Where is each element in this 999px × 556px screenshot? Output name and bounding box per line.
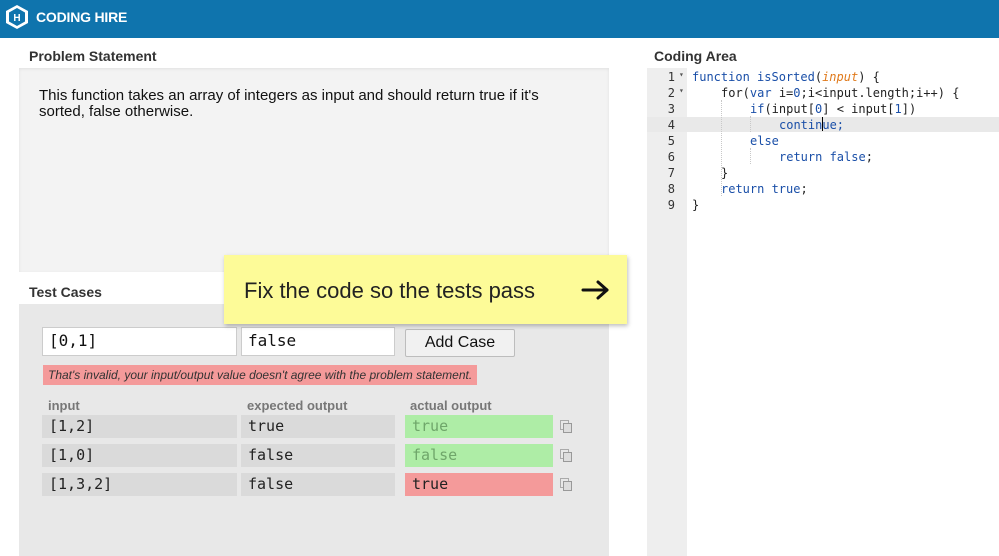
code-editor[interactable]: 1▾ 2▾ 3 4 5 6 7 8 9 function isSorted(in…: [647, 68, 999, 556]
right-arrow-icon: [581, 280, 609, 300]
fold-toggle-icon[interactable]: ▾: [679, 70, 684, 79]
test-row-1-actual: true: [405, 415, 553, 438]
brand-name[interactable]: CODING HIRE: [36, 9, 128, 25]
line-number-row: 3: [667, 102, 675, 116]
test-row-1-expected[interactable]: true: [241, 415, 395, 438]
column-header-input: input: [48, 398, 80, 413]
problem-statement-heading: Problem Statement: [29, 48, 157, 64]
code-line[interactable]: else: [750, 134, 779, 148]
svg-text:H: H: [13, 13, 20, 24]
line-number-row: 5: [667, 134, 675, 148]
fold-toggle-icon[interactable]: ▾: [679, 86, 684, 95]
indent-guide: [721, 100, 722, 196]
coding-area-heading: Coding Area: [654, 48, 737, 64]
copy-icon[interactable]: [560, 449, 572, 462]
column-header-actual-output: actual output: [410, 398, 492, 413]
line-number-row: 6: [667, 150, 675, 164]
test-row-2-actual: false: [405, 444, 553, 467]
line-number-row: 9: [667, 198, 675, 212]
instruction-callout: Fix the code so the tests pass: [224, 255, 627, 324]
test-cases-heading: Test Cases: [29, 284, 102, 300]
editor-gutter: [647, 68, 687, 556]
indent-guide: [750, 116, 751, 132]
text-cursor: [822, 117, 824, 131]
new-case-input-field[interactable]: [0,1]: [42, 327, 237, 356]
problem-statement-panel: This function takes an array of integers…: [19, 68, 609, 272]
code-line[interactable]: function isSorted(input) {: [692, 70, 880, 84]
code-line[interactable]: for(var i=0;i<input.length;i++) {: [721, 86, 960, 100]
validation-error-message: That's invalid, your input/output value …: [43, 365, 478, 385]
code-line[interactable]: if(input[0] < input[1]): [750, 102, 917, 116]
test-row-2-expected[interactable]: false: [241, 444, 395, 467]
line-number-row: 2▾: [667, 86, 684, 100]
coding-hire-logo: H: [6, 5, 28, 29]
line-number-row: 1▾: [667, 70, 684, 84]
code-line[interactable]: }: [721, 166, 729, 180]
problem-description: This function takes an array of integers…: [39, 87, 539, 120]
top-bar: H CODING HIRE: [0, 0, 999, 38]
line-number-row: 8: [667, 182, 675, 196]
test-row-3-actual: true: [405, 473, 553, 496]
add-case-button[interactable]: Add Case: [405, 329, 515, 357]
test-cases-panel: [0,1] false Add Case That's invalid, you…: [19, 304, 609, 556]
new-case-output-field[interactable]: false: [241, 327, 395, 356]
code-line[interactable]: return false;: [779, 150, 873, 164]
line-number-row: 4: [667, 118, 675, 132]
callout-text: Fix the code so the tests pass: [244, 278, 536, 303]
column-header-expected-output: expected output: [247, 398, 348, 413]
test-row-3-expected[interactable]: false: [241, 473, 395, 496]
copy-icon[interactable]: [560, 478, 572, 491]
copy-icon[interactable]: [560, 420, 572, 433]
line-number-row: 7: [667, 166, 675, 180]
test-row-1-input[interactable]: [1,2]: [42, 415, 237, 438]
test-row-2-input[interactable]: [1,0]: [42, 444, 237, 467]
code-line[interactable]: return true;: [721, 182, 808, 196]
test-row-3-input[interactable]: [1,3,2]: [42, 473, 237, 496]
indent-guide: [750, 148, 751, 164]
code-line[interactable]: }: [692, 198, 700, 212]
code-line[interactable]: continue;: [779, 117, 845, 132]
